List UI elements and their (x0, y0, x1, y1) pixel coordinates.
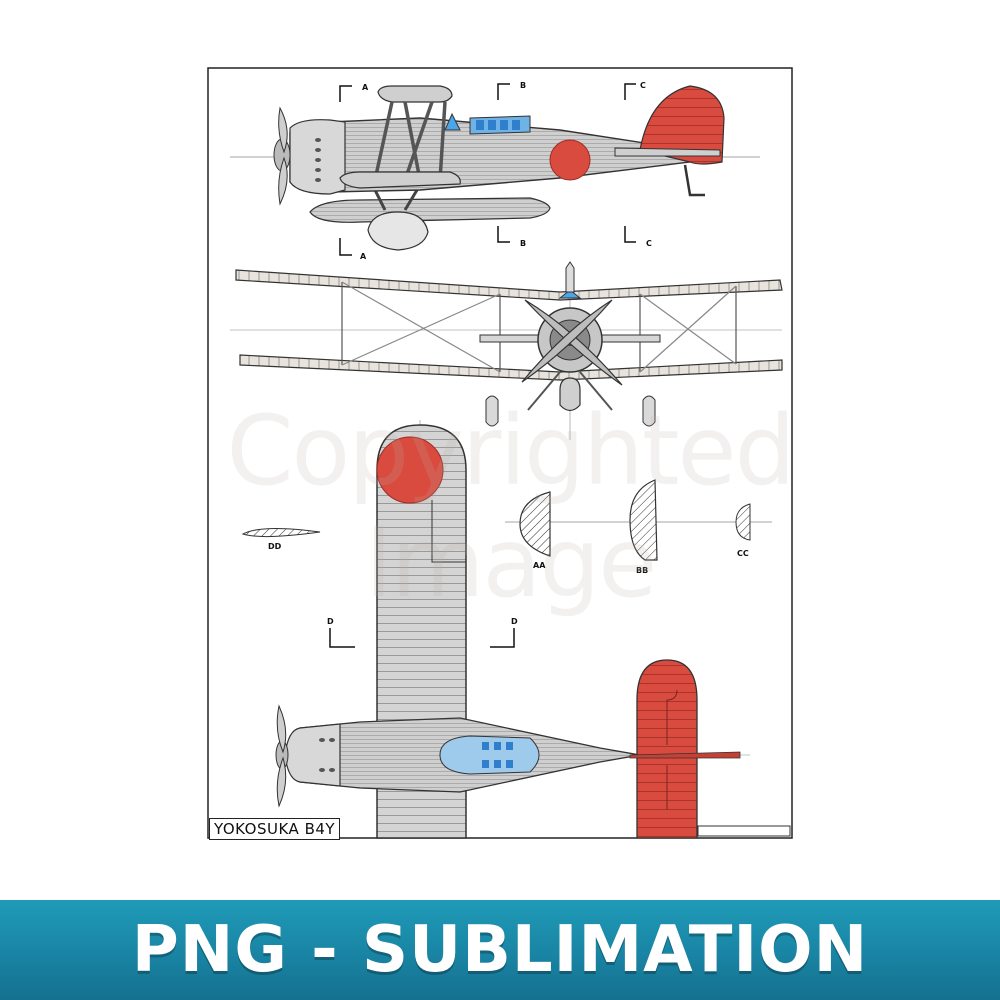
hinomaru-roundel (549, 139, 591, 181)
profile-bb (629, 479, 658, 561)
section-a-top-label: A (362, 83, 369, 92)
profile-dd (241, 527, 321, 538)
section-c-bottom-label: C (646, 239, 652, 248)
airfoil-profiles (241, 479, 772, 561)
drawing-title: YOKOSUKA B4Y (209, 818, 341, 840)
profile-dd-label: DD (268, 542, 282, 551)
section-d-left-label: D (327, 617, 334, 626)
profile-bb-label: BB (636, 566, 648, 575)
front-view (230, 261, 783, 440)
section-b-top-label: B (520, 81, 526, 90)
plan-view (275, 420, 791, 839)
section-c-top-label: C (640, 81, 646, 90)
section-mark-a-top (339, 83, 636, 256)
profile-cc-label: CC (737, 549, 749, 558)
profile-cc (735, 503, 751, 541)
section-a-bottom-label: A (360, 252, 367, 261)
profile-aa (519, 491, 551, 557)
profile-aa-label: AA (533, 561, 546, 570)
section-b-bottom-label: B (520, 239, 526, 248)
side-view (230, 85, 760, 251)
section-d-right-label: D (511, 617, 518, 626)
banner: PNG - SUBLIMATION (0, 900, 1000, 1000)
banner-text: PNG - SUBLIMATION (131, 913, 869, 987)
